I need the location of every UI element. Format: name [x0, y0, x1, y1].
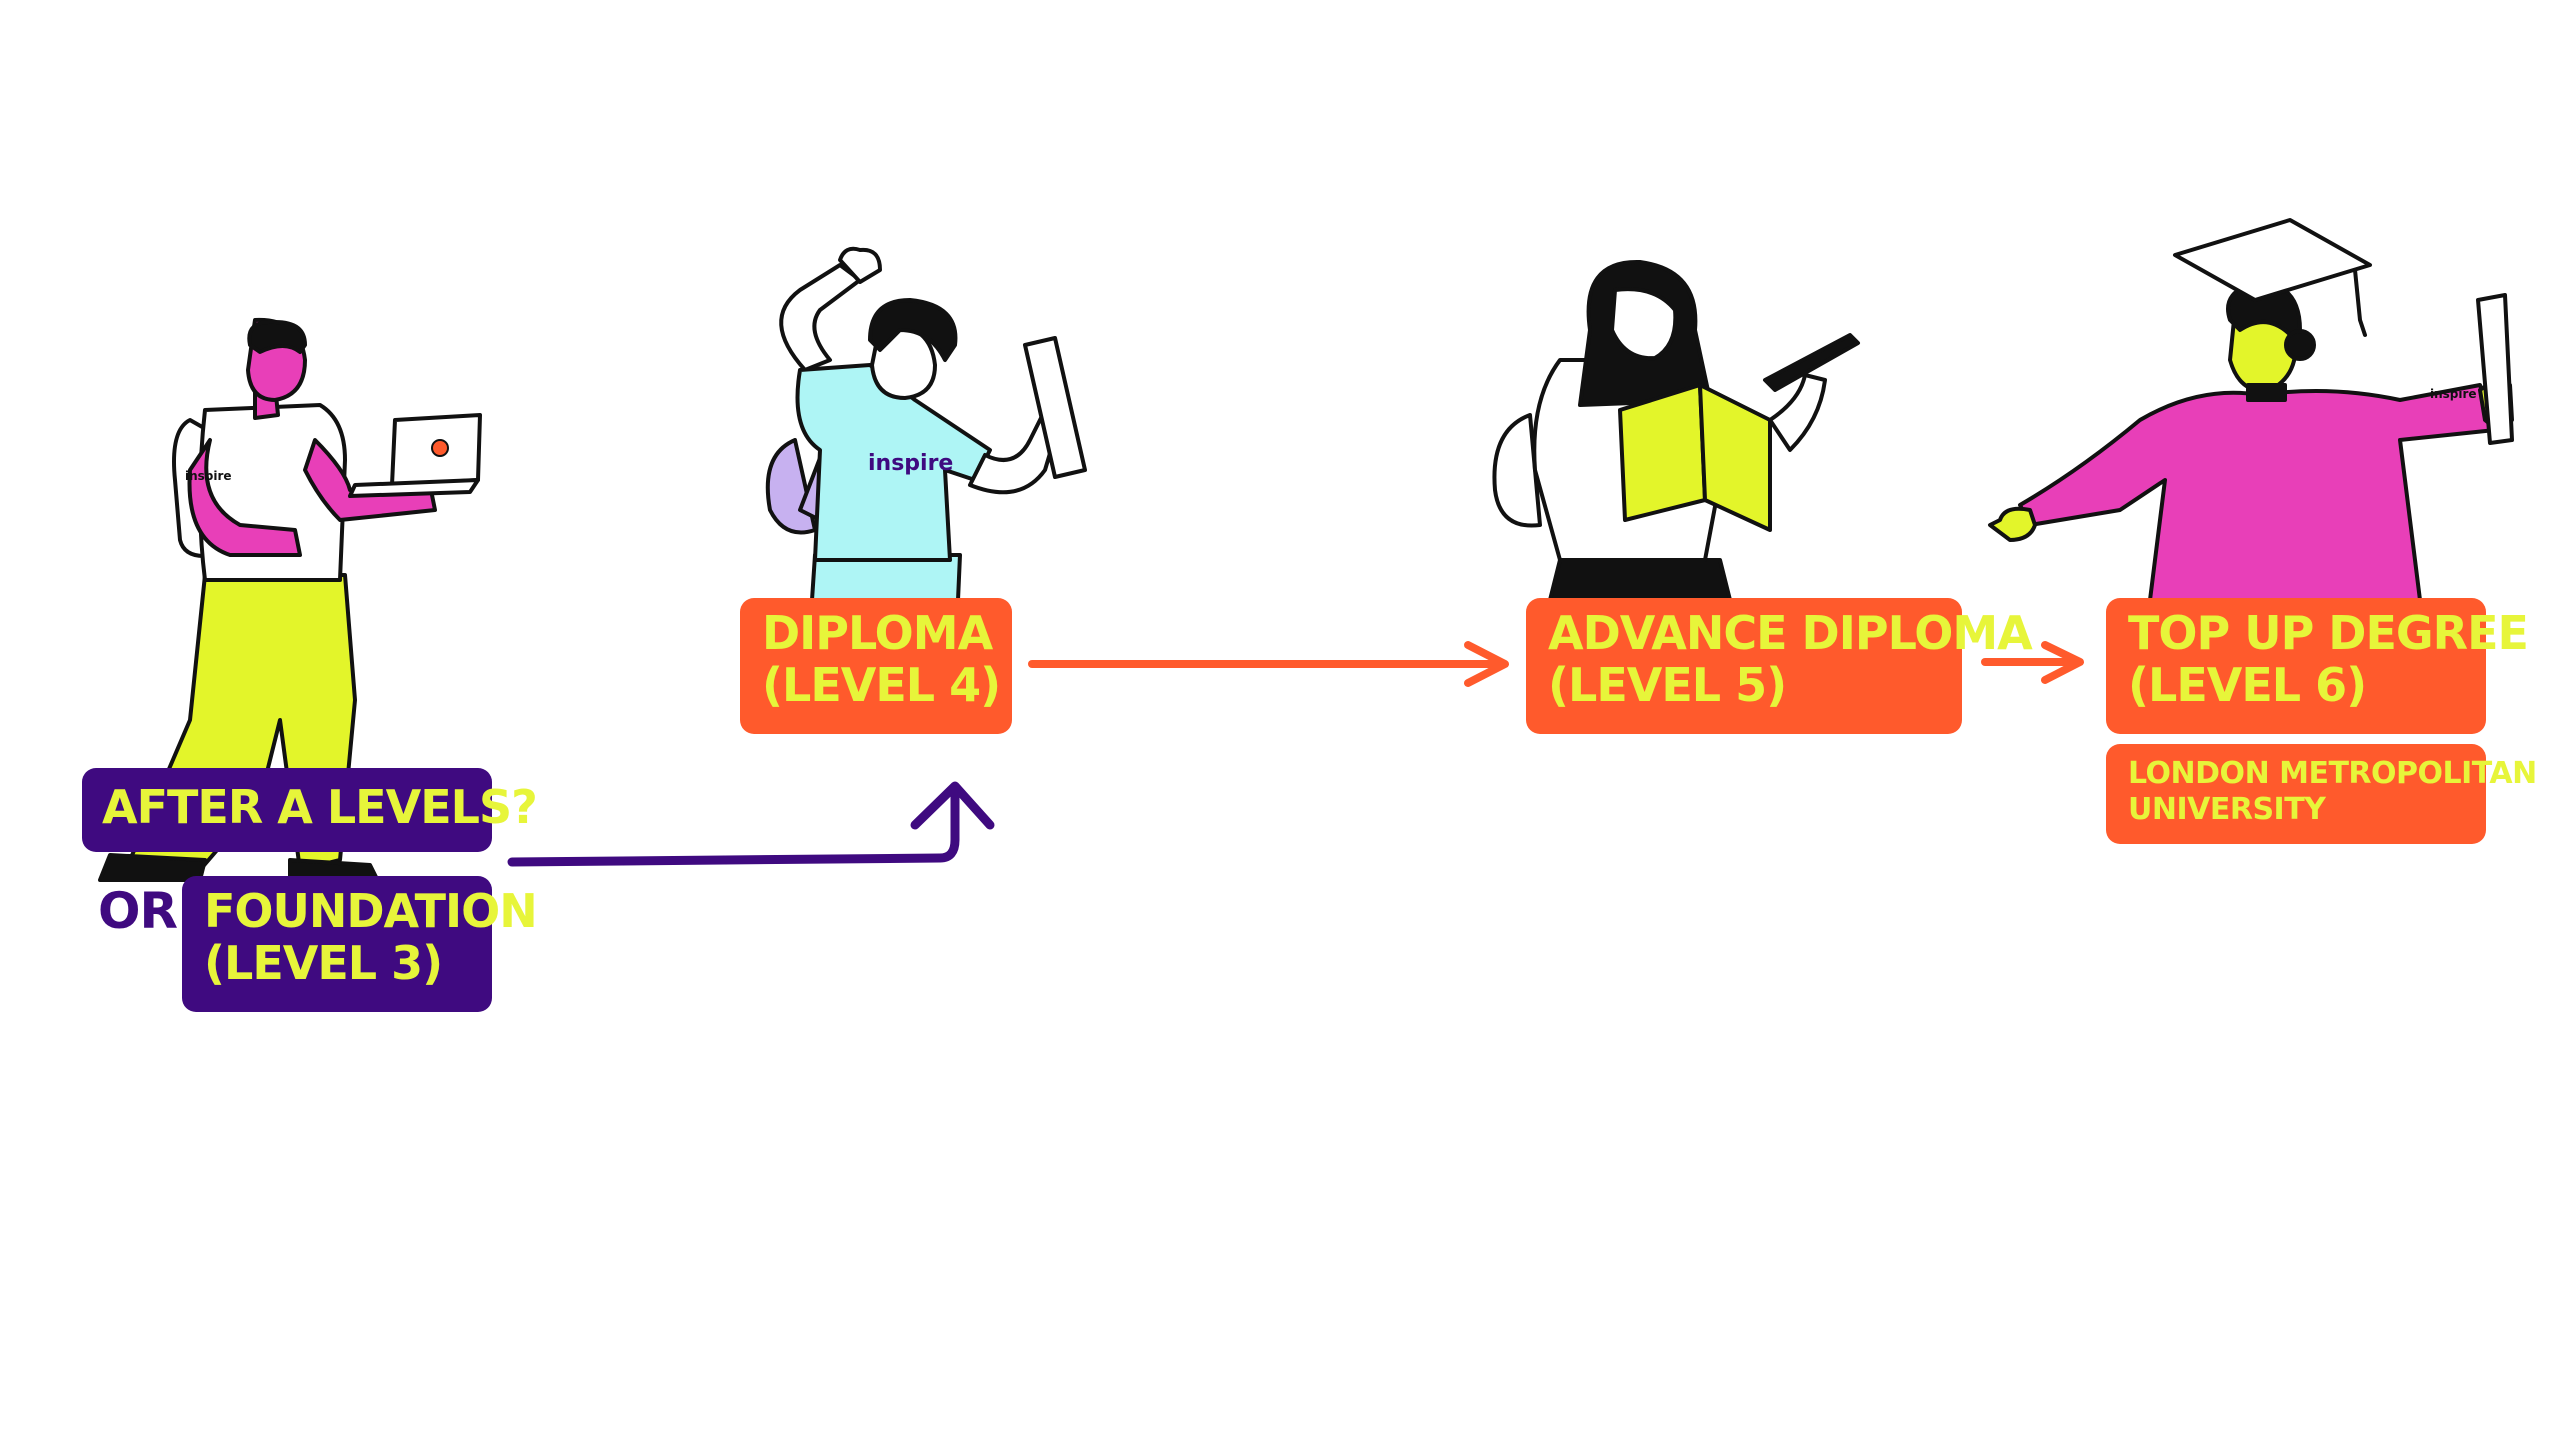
student-scroll-figure: inspire — [765, 246, 1087, 602]
or-connector: OR — [98, 882, 178, 940]
diploma-label: DIPLOMA — [762, 606, 993, 660]
student-book-figure — [1492, 259, 1860, 602]
advance-diploma-label: ADVANCE DIPLOMA — [1548, 606, 2033, 660]
diploma-box: DIPLOMA (LEVEL 4) — [740, 598, 1012, 734]
foundation-level: (LEVEL 3) — [204, 935, 443, 990]
arrow-right-icon — [1028, 641, 1509, 687]
top-up-degree-level: (LEVEL 6) — [2128, 657, 2367, 712]
university-box: LONDON METROPOLITAN UNIVERSITY — [2106, 744, 2537, 844]
foundation-label: FOUNDATION — [204, 884, 538, 938]
arrow-right-icon — [1981, 641, 2084, 684]
university-line1: LONDON METROPOLITAN — [2128, 756, 2537, 791]
arrow-up-icon — [507, 781, 995, 867]
after-a-levels-box: AFTER A LEVELS? — [82, 768, 538, 852]
advance-diploma-level: (LEVEL 5) — [1548, 657, 1787, 712]
top-up-degree-box: TOP UP DEGREE (LEVEL 6) — [2106, 598, 2529, 734]
top-up-degree-label: TOP UP DEGREE — [2128, 606, 2529, 660]
svg-text:inspire: inspire — [185, 469, 232, 483]
foundation-box: FOUNDATION (LEVEL 3) — [182, 876, 538, 1012]
svg-text:inspire: inspire — [2430, 387, 2477, 401]
diploma-level: (LEVEL 4) — [762, 657, 1001, 712]
university-line2: UNIVERSITY — [2128, 792, 2326, 827]
graduate-figure: inspire — [1988, 218, 2514, 602]
brand-logo-text: inspire — [868, 451, 953, 476]
after-a-levels-label: AFTER A LEVELS? — [102, 780, 538, 834]
advance-diploma-box: ADVANCE DIPLOMA (LEVEL 5) — [1526, 598, 2033, 734]
